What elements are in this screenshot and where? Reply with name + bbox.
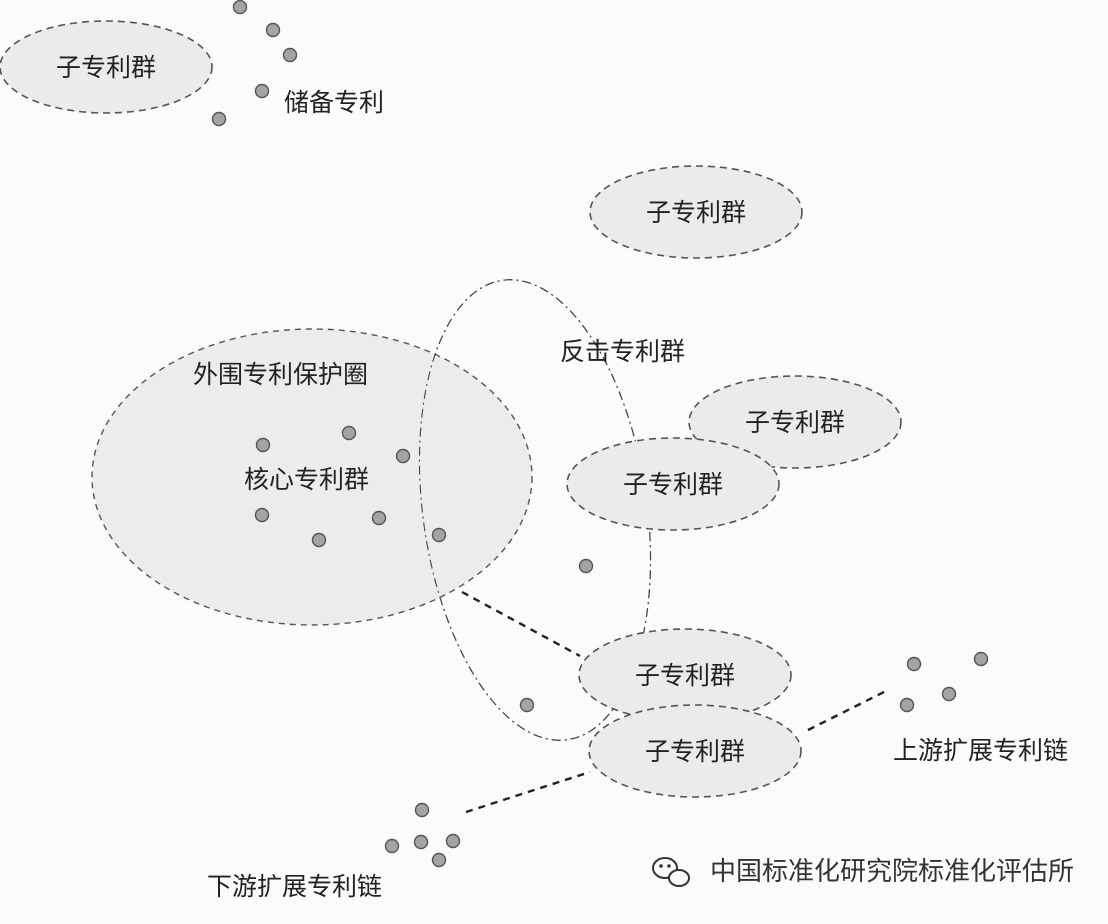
sub-cluster-label: 子专利群	[745, 408, 845, 437]
periphery-protection-circle	[91, 328, 533, 626]
sub-cluster-label: 子专利群	[645, 737, 745, 766]
patent-dot	[519, 697, 535, 713]
sub-cluster-label: 子专利群	[56, 53, 156, 82]
watermark-text: 中国标准化研究院标准化评估所	[710, 857, 1074, 887]
patent-dot	[906, 656, 922, 672]
link-upstream-chain	[807, 688, 889, 732]
patent-dot	[255, 437, 271, 453]
sub-cluster-right	[688, 375, 902, 469]
sub-cluster-label: 子专利群	[635, 661, 735, 690]
patent-dot	[445, 833, 461, 849]
sub-cluster-middle	[566, 437, 780, 531]
counterattack-cluster-label: 反击专利群	[560, 337, 685, 366]
patent-dot	[384, 838, 400, 854]
patent-dot	[311, 532, 327, 548]
link-downstream-chain	[465, 770, 591, 814]
patent-dot	[341, 425, 357, 441]
sub-cluster-top-center	[589, 165, 803, 259]
sub-cluster-label: 子专利群	[646, 198, 746, 227]
patent-dot	[414, 802, 430, 818]
patent-dot	[254, 83, 270, 99]
reserve-patents-label: 储备专利	[284, 88, 384, 117]
patent-dot	[578, 558, 594, 574]
patent-dot	[211, 111, 227, 127]
patent-dot	[265, 22, 281, 38]
downstream-chain-label: 下游扩展专利链	[207, 872, 382, 901]
patent-dot	[431, 852, 447, 868]
patent-dot	[973, 651, 989, 667]
patent-dot	[282, 47, 298, 63]
patent-dot	[371, 510, 387, 526]
sub-cluster-bottom	[588, 704, 802, 798]
patent-dot	[232, 0, 248, 15]
patent-dot	[413, 834, 429, 850]
upstream-chain-label: 上游扩展专利链	[893, 736, 1068, 765]
sub-cluster-top-left	[0, 20, 213, 114]
patent-dot	[941, 686, 957, 702]
patent-dot	[395, 448, 411, 464]
periphery-circle-label: 外围专利保护圈	[193, 360, 368, 389]
patent-dot	[254, 507, 270, 523]
patent-dot	[899, 697, 915, 713]
patent-dot	[431, 527, 447, 543]
link-core-to-sub-cluster	[461, 590, 581, 658]
core-cluster-label: 核心专利群	[244, 465, 369, 494]
wechat-icon	[652, 857, 690, 887]
sub-cluster-label: 子专利群	[623, 470, 723, 499]
